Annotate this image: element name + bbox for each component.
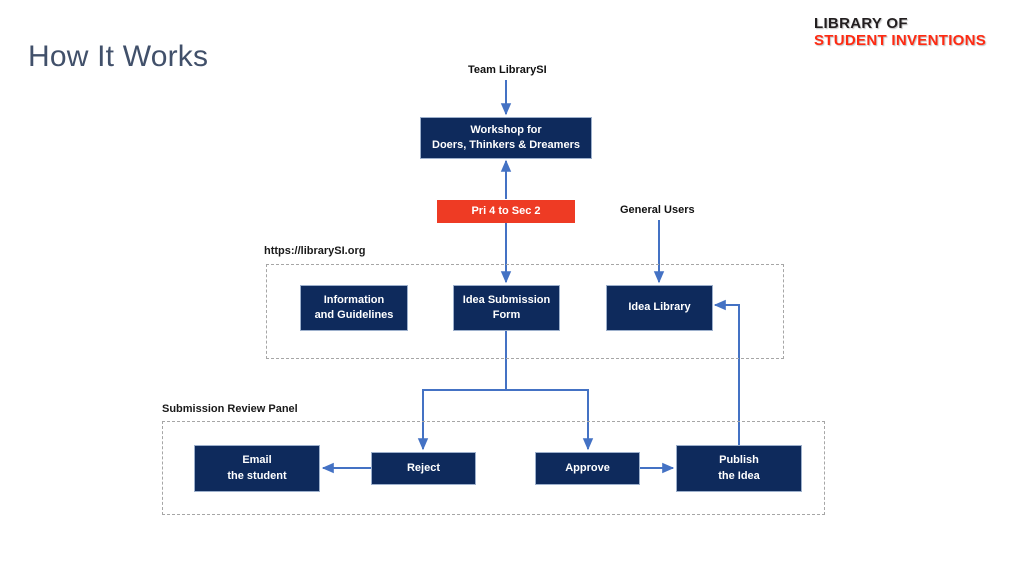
node-information-line1: Information [323,293,385,306]
node-workshop-line2: Doers, Thinkers & Dreamers [432,139,580,151]
node-approve-label: Approve [565,461,610,474]
node-idea-library-label: Idea Library [628,301,691,314]
node-reject-label: Reject [406,461,441,474]
group-box-review-panel [162,421,825,515]
node-form-line1: Idea Submission [462,293,551,306]
group-box-website [266,264,784,359]
node-workshop[interactable]: Workshop for Doers, Thinkers & Dreamers [420,117,592,159]
node-information-line2: and Guidelines [314,309,394,321]
page-title: How It Works [28,40,209,73]
node-information-guidelines[interactable]: Information and Guidelines [300,285,408,331]
node-publish-idea[interactable]: Publish the Idea [676,445,802,492]
node-publish-line2: the Idea [718,469,760,482]
brand-logo: LIBRARY OF STUDENT INVENTIONS [814,15,987,50]
node-reject[interactable]: Reject [371,452,476,485]
node-grade-range-label: Pri 4 to Sec 2 [471,204,541,217]
node-email-student[interactable]: Email the student [194,445,320,492]
node-idea-submission-form[interactable]: Idea Submission Form [453,285,560,331]
node-form-line2: Form [492,309,521,321]
node-approve[interactable]: Approve [535,452,640,485]
logo-line-1: LIBRARY OF [814,15,908,32]
group-label-review-panel: Submission Review Panel [162,403,298,415]
group-label-website: https://librarySI.org [264,245,366,257]
node-email-line2: the student [227,469,287,482]
label-general-users: General Users [620,204,695,216]
node-email-line1: Email [242,454,272,467]
node-grade-range[interactable]: Pri 4 to Sec 2 [437,200,575,223]
logo-line-2: STUDENT INVENTIONS [814,31,987,49]
node-idea-library[interactable]: Idea Library [606,285,713,331]
node-publish-line1: Publish [719,454,759,467]
node-workshop-line1: Workshop for [470,123,542,136]
label-team-librarysi: Team LibrarySI [468,64,547,76]
